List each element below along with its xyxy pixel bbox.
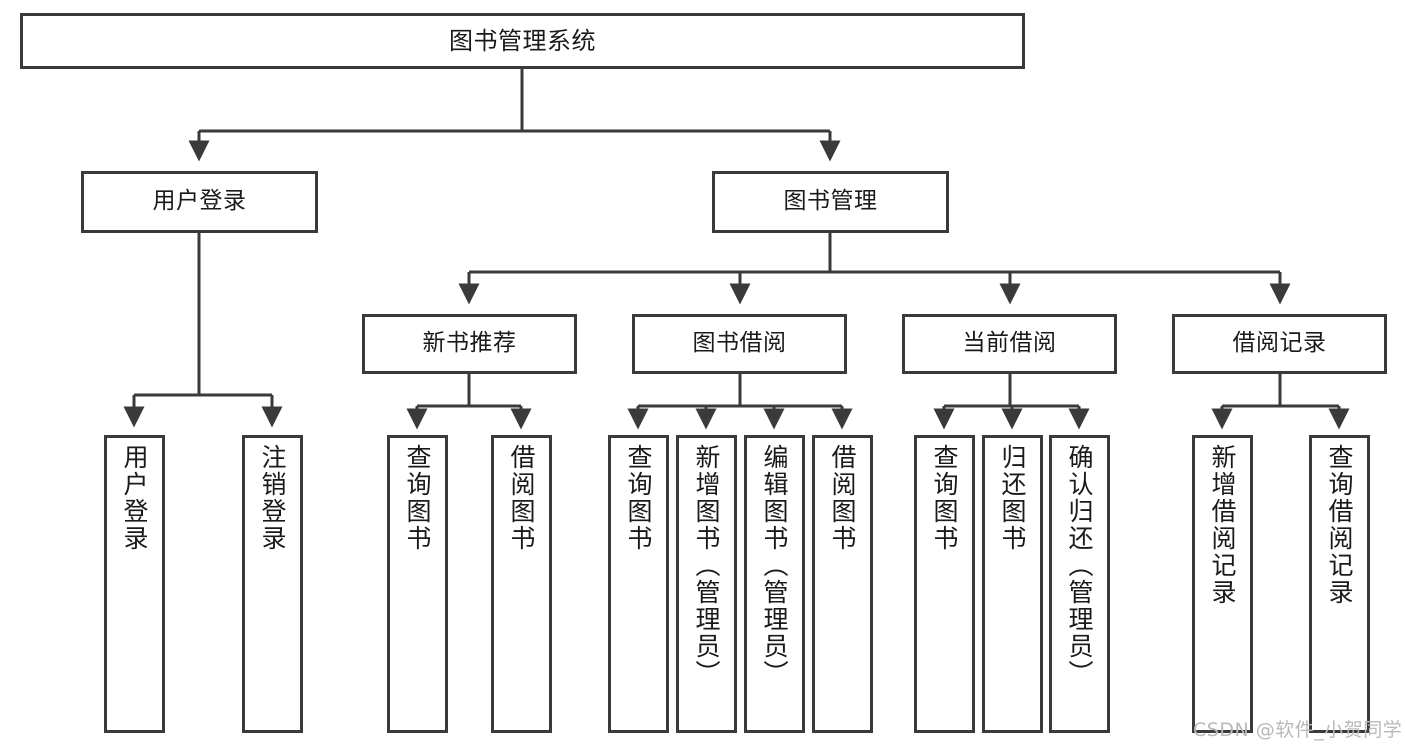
node-borrowing-records[interactable]: 借阅记录 [1172,314,1387,374]
node-label: 新增借阅记录 [1208,444,1237,606]
leaf-edit-book-admin[interactable]: 编辑图书（管理员） [744,435,805,733]
node-label: 用户登录 [120,444,149,552]
node-label: 借阅图书 [828,444,857,552]
leaf-query-books-current[interactable]: 查询图书 [914,435,975,733]
node-user-login[interactable]: 用户登录 [81,171,318,233]
node-label: 编辑图书（管理员） [760,444,789,687]
leaf-query-books-borrowing[interactable]: 查询图书 [608,435,669,733]
node-label: 图书管理 [783,188,878,215]
leaf-borrow-books[interactable]: 借阅图书 [812,435,873,733]
node-label: 查询图书 [930,444,959,552]
node-label: 确认归还（管理员） [1065,444,1094,687]
node-label: 用户登录 [152,188,247,215]
leaf-query-books-recommendation[interactable]: 查询图书 [387,435,448,733]
leaf-add-book-admin[interactable]: 新增图书（管理员） [676,435,737,733]
node-label: 图书管理系统 [449,26,596,55]
node-label: 借阅记录 [1232,330,1327,357]
leaf-logout[interactable]: 注销登录 [242,435,303,733]
leaf-add-borrowing-record[interactable]: 新增借阅记录 [1192,435,1253,733]
node-current-borrowing[interactable]: 当前借阅 [902,314,1117,374]
node-label: 归还图书 [998,444,1027,552]
node-label: 新书推荐 [422,330,517,357]
node-label: 借阅图书 [507,444,536,552]
node-label: 当前借阅 [962,330,1057,357]
node-label: 查询图书 [624,444,653,552]
leaf-user-login[interactable]: 用户登录 [104,435,165,733]
node-label: 查询借阅记录 [1325,444,1354,606]
node-new-book-recommendation[interactable]: 新书推荐 [362,314,577,374]
leaf-borrow-books-recommendation[interactable]: 借阅图书 [491,435,552,733]
node-label: 图书借阅 [692,330,787,357]
node-book-management[interactable]: 图书管理 [712,171,949,233]
leaf-confirm-return-admin[interactable]: 确认归还（管理员） [1049,435,1110,733]
leaf-return-books[interactable]: 归还图书 [982,435,1043,733]
node-label: 查询图书 [403,444,432,552]
leaf-query-borrowing-record[interactable]: 查询借阅记录 [1309,435,1370,733]
node-label: 注销登录 [258,444,287,552]
node-book-borrowing[interactable]: 图书借阅 [632,314,847,374]
node-label: 新增图书（管理员） [692,444,721,687]
node-root-book-management-system[interactable]: 图书管理系统 [20,13,1025,69]
